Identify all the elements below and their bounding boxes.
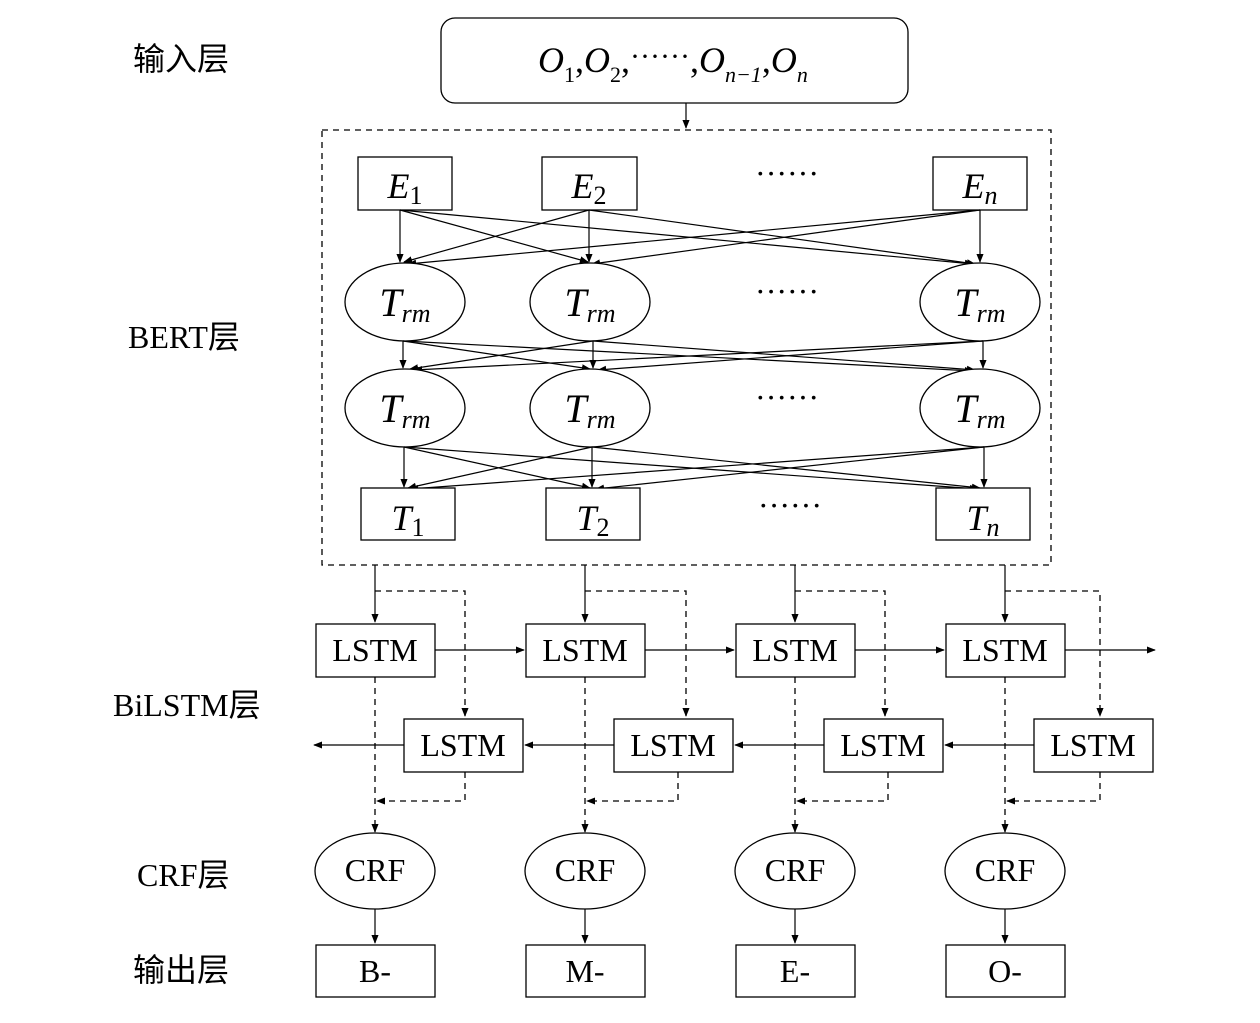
input-sequence-box [440,17,909,104]
connections-trm1-to-trm2 [399,340,987,375]
bert-output-box-2 [545,487,641,541]
lstm-backward-label-3: LSTM [840,727,925,763]
embedding-label-1: E1 [387,166,423,210]
lstm-forward-label-2: LSTM [542,632,627,668]
embedding-label-2: E2 [571,166,607,210]
connections-trm2-to-outputs [400,446,988,492]
output-tag-4: O- [988,953,1022,989]
trm-label-r2-1: Trm [379,386,430,434]
embedding-box-2 [541,156,638,211]
layer-label-bilstm: BiLSTM层 [113,687,261,723]
trm-label-r1-n: Trm [954,280,1005,328]
embedding-ellipsis: ······ [755,155,819,191]
lstm-forward-label-3: LSTM [752,632,837,668]
lstm-forward-label-1: LSTM [332,632,417,668]
trm-label-r2-n: Trm [954,386,1005,434]
output-tag-box-4 [945,944,1066,998]
embedding-box-1 [357,156,453,211]
bert-output-label-n: Tn [966,498,999,542]
crf-to-output-arrows [371,909,1009,944]
trm-label-r1-1: Trm [379,280,430,328]
bert-output-label-2: T2 [576,498,609,542]
lstm-backward-label-2: LSTM [630,727,715,763]
bert-container [321,129,1052,566]
bert-to-bilstm-connections [371,565,1104,717]
output-tag-1: B- [359,953,391,989]
bilstm-to-crf-connections [371,677,1101,833]
layer-label-output: 输出层 [133,952,229,988]
crf-label-3: CRF [765,852,825,888]
crf-label-1: CRF [345,852,405,888]
crf-label-2: CRF [555,852,615,888]
lstm-backward-1 [403,718,524,773]
embedding-label-n: En [962,166,998,210]
output-tag-box-1 [315,944,436,998]
input-sequence: O1,O2,······,On−1,On [538,40,808,87]
lstm-forward-label-4: LSTM [962,632,1047,668]
bert-output-label-1: T1 [391,498,424,542]
trm-label-r2-2: Trm [564,386,615,434]
output-tag-2: M- [565,953,604,989]
output-tag-3: E- [780,953,810,989]
lstm-forward-3 [735,623,856,678]
trm-label-r1-2: Trm [564,280,615,328]
layer-label-input: 输入层 [133,41,229,77]
lstm-backward-label-1: LSTM [420,727,505,763]
crf-label-4: CRF [975,852,1035,888]
connections-embedding-to-trm1 [396,209,984,267]
trm-ellipsis-r1: ······ [755,273,819,309]
bert-output-ellipsis: ······ [758,487,822,523]
output-tag-box-3 [735,944,856,998]
lstm-forward-4 [945,623,1066,678]
lstm-backward-4 [1033,718,1154,773]
lstm-backward-label-4: LSTM [1050,727,1135,763]
layer-label-crf: CRF层 [137,857,230,893]
trm-ellipsis-r2: ······ [755,379,819,415]
output-tag-box-2 [525,944,646,998]
lstm-backward-2 [613,718,734,773]
bert-output-box-1 [360,487,456,541]
layer-label-bert: BERT层 [128,319,240,355]
bert-output-box-n [935,487,1031,541]
